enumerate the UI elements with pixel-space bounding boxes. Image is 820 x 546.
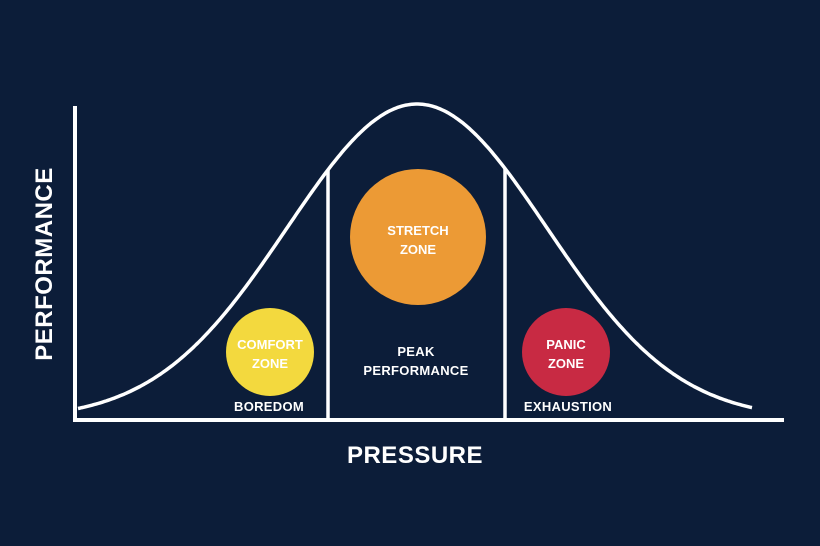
stretch-zone-circle [350,169,486,305]
comfort-zone-circle [226,308,314,396]
panic-zone-label-line1: PANIC [546,337,586,352]
panic-zone-circle [522,308,610,396]
performance-curve [77,102,753,411]
peak-performance-caption-line2: PERFORMANCE [363,363,468,378]
y-axis-title: PERFORMANCE [31,167,58,361]
exhaustion-caption: EXHAUSTION [524,399,612,414]
boredom-caption: BOREDOM [234,399,304,414]
stretch-zone-label-line1: STRETCH [387,223,448,238]
comfort-zone-label-line1: COMFORT [237,337,303,352]
stretch-zone-label-line2: ZONE [400,242,436,257]
comfort-zone-label-line2: ZONE [252,356,288,371]
panic-zone-label-line2: ZONE [548,356,584,371]
x-axis-title: PRESSURE [347,442,483,469]
peak-performance-caption-line1: PEAK [397,344,435,359]
